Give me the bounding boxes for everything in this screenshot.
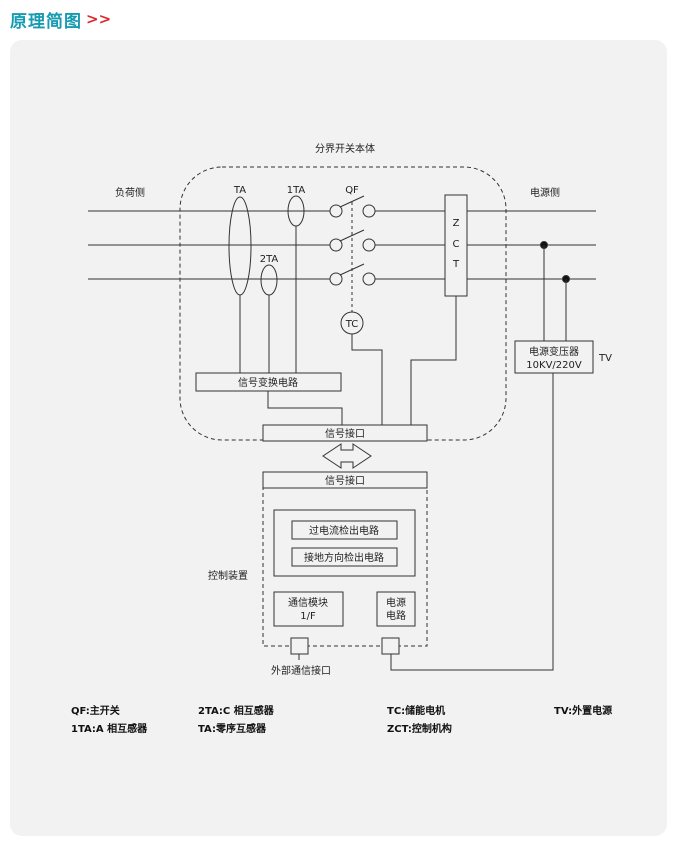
ta-ct-oval	[228, 196, 252, 296]
comm-module-label-1: 通信模块	[288, 597, 328, 609]
load-side-label: 负荷侧	[115, 186, 145, 199]
legend-zct: ZCT:控制机构	[387, 722, 452, 735]
double-arrow-icon	[322, 443, 372, 469]
power-circuit-label-2: 电路	[386, 609, 406, 622]
legend-ta2: 2TA:C 相互感器	[198, 704, 275, 717]
control-device-enclosure	[262, 471, 428, 647]
signal-convert-label: 信号变换电路	[238, 376, 298, 389]
signal-interface-box	[262, 424, 428, 442]
qf-label: QF	[345, 185, 359, 196]
control-device-label: 控制装置	[208, 569, 248, 582]
overcurrent-label: 过电流检出电路	[309, 524, 379, 537]
zct-letter-1: Z	[453, 218, 460, 229]
power-port	[381, 637, 400, 655]
zct-letter-2: C	[453, 239, 460, 250]
ground-direction-box	[291, 547, 398, 567]
legend-ta: TA:零序互感器	[198, 722, 267, 735]
ta1-label: 1TA	[287, 185, 306, 196]
more-arrow-icon[interactable]: >>	[86, 10, 112, 28]
legend-ta1: 1TA:A 相互感器	[71, 722, 148, 735]
source-side-label: 电源侧	[530, 186, 560, 199]
section-header: 原理简图 >>	[10, 6, 111, 32]
ta2-label: 2TA	[260, 254, 279, 265]
power-circuit-label-1: 电源	[386, 596, 406, 609]
transformer-label-2: 10KV/220V	[526, 360, 582, 371]
transformer-label-1: 电源变压器	[529, 345, 579, 358]
comm-module-label-2: 1/F	[300, 611, 316, 622]
power-circuit-box	[376, 591, 416, 627]
legend-tc: TC:储能电机	[387, 704, 445, 717]
zct-letter-3: T	[452, 259, 460, 270]
signal-interface-label: 信号接口	[325, 427, 365, 440]
section-title: 原理简图	[10, 11, 82, 32]
external-comm-port	[290, 637, 309, 655]
external-comm-label: 外部通信接口	[271, 664, 331, 677]
transformer-box	[514, 340, 594, 374]
ground-direction-label: 接地方向检出电路	[304, 551, 384, 564]
tc-label: TC	[345, 319, 359, 330]
tv-label: TV	[598, 353, 612, 364]
switch-body-enclosure	[179, 166, 507, 441]
comm-module-box	[273, 591, 344, 627]
legend-qf: QF:主开关	[71, 704, 120, 717]
enclosure-label: 分界开关本体	[315, 142, 375, 155]
ta2-ct-oval	[260, 264, 278, 296]
legend-tv: TV:外置电源	[554, 704, 612, 717]
ta-label: TA	[233, 185, 246, 196]
control-interface-box	[262, 471, 428, 489]
overcurrent-box	[291, 520, 398, 540]
control-interface-label: 信号接口	[325, 474, 365, 487]
